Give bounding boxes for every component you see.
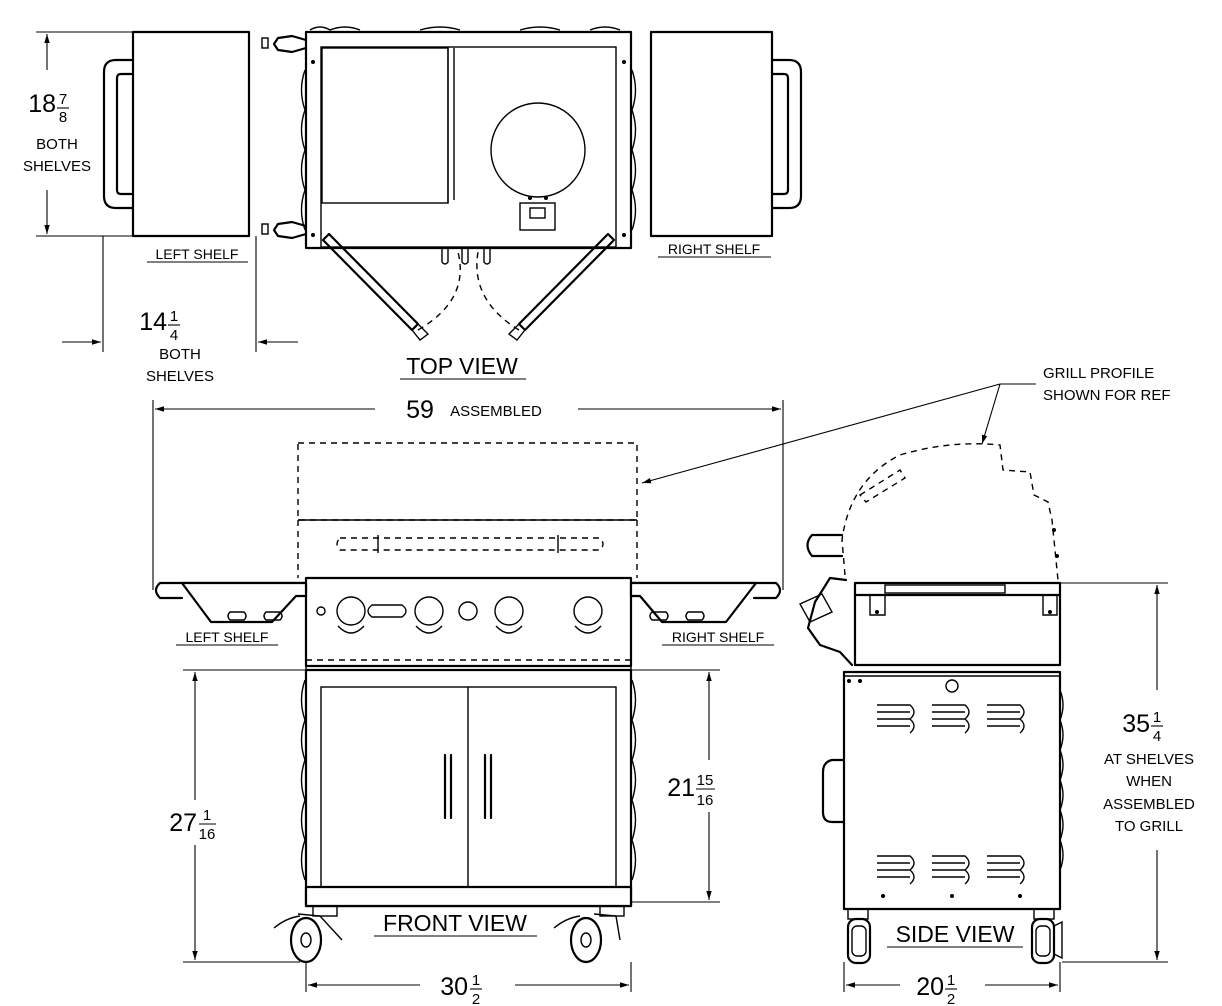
dim-assembled-width-suffix: ASSEMBLED — [450, 403, 542, 420]
dim-door-height-num: 15 — [697, 772, 714, 789]
front-left-shelf — [154, 581, 308, 624]
front-right-caster — [553, 913, 621, 964]
dim-cart-width: 30 1 2 — [305, 962, 632, 1006]
top-grill-body — [261, 26, 637, 265]
dim-shelf-height-line4: TO GRILL — [1115, 818, 1183, 835]
dim-cart-width-whole: 30 — [440, 973, 468, 1001]
top-right-shelf — [649, 30, 803, 238]
dim-cart-depth: 20 1 2 — [843, 962, 1061, 1006]
dim-shelf-depth-line1: BOTH — [36, 136, 78, 153]
dim-shelf-height-whole: 35 — [1122, 710, 1150, 738]
dim-door-height-whole: 21 — [667, 774, 695, 802]
dim-door-height-den: 16 — [697, 792, 714, 809]
reference-note-line2: SHOWN FOR REF — [1043, 387, 1171, 404]
dim-cart-depth-den: 2 — [947, 991, 955, 1006]
front-left-shelf-label: LEFT SHELF — [186, 629, 269, 645]
front-right-shelf-label: RIGHT SHELF — [672, 629, 764, 645]
front-cart — [300, 668, 637, 917]
dim-assembled-width-value: 59 — [406, 396, 434, 424]
dim-door-height: 21 15 16 — [631, 669, 720, 903]
front-left-caster — [273, 913, 343, 964]
dim-cart-height-num: 1 — [203, 807, 211, 824]
dim-shelf-width-line2: SHELVES — [146, 368, 214, 385]
front-view-title: FRONT VIEW — [383, 910, 527, 936]
reference-note: GRILL PROFILE SHOWN FOR REF — [641, 365, 1171, 484]
front-knobs — [336, 596, 603, 634]
front-right-shelf — [629, 581, 782, 624]
dim-shelf-height-line3: ASSEMBLED — [1103, 796, 1195, 813]
dim-shelf-height-line2: WHEN — [1126, 773, 1172, 790]
dim-cart-width-den: 2 — [472, 991, 480, 1006]
side-right-caster — [1030, 908, 1063, 965]
dim-shelf-depth-line2: SHELVES — [23, 158, 91, 175]
dim-shelf-height-den: 4 — [1153, 728, 1161, 745]
dim-shelf-height: 35 1 4 AT SHELVES WHEN ASSEMBLED TO GRIL… — [1060, 582, 1195, 963]
dim-shelf-width-num: 1 — [170, 308, 178, 325]
dim-shelf-width: 14 1 4 BOTH SHELVES — [62, 236, 298, 385]
dim-assembled-width: 59 ASSEMBLED — [152, 396, 784, 590]
dim-shelf-depth-den: 8 — [59, 109, 67, 126]
dim-cart-height: 27 1 16 — [169, 669, 306, 963]
side-vents-bottom — [877, 855, 1025, 885]
dim-shelf-width-den: 4 — [170, 327, 178, 344]
top-view-title: TOP VIEW — [406, 353, 518, 379]
top-door-swing — [321, 232, 616, 341]
dim-shelf-depth-whole: 18 — [28, 90, 56, 118]
dim-cart-depth-num: 1 — [947, 972, 955, 989]
side-left-caster — [846, 908, 872, 965]
side-vents-top — [877, 704, 1025, 734]
reference-note-line1: GRILL PROFILE — [1043, 365, 1154, 382]
dim-cart-height-den: 16 — [199, 826, 216, 843]
dim-shelf-depth-num: 7 — [59, 91, 67, 108]
dim-shelf-depth: 18 7 8 BOTH SHELVES — [23, 31, 133, 237]
top-right-shelf-label: RIGHT SHELF — [668, 241, 760, 257]
side-view-title: SIDE VIEW — [896, 921, 1015, 947]
dim-shelf-height-line1: AT SHELVES — [1104, 751, 1194, 768]
front-view: LEFT SHELF RIGHT SHELF — [154, 442, 782, 964]
side-view: SIDE VIEW — [799, 443, 1064, 965]
dim-cart-width-num: 1 — [472, 972, 480, 989]
top-left-shelf-label: LEFT SHELF — [156, 246, 239, 262]
top-left-shelf — [102, 30, 251, 238]
dim-shelf-width-line1: BOTH — [159, 346, 201, 363]
dim-shelf-width-whole: 14 — [139, 308, 167, 336]
dim-shelf-height-num: 1 — [1153, 709, 1161, 726]
dim-cart-depth-whole: 20 — [916, 973, 944, 1001]
top-view: TOP VIEW LEFT SHELF RIGHT SHELF — [102, 26, 803, 380]
dim-cart-height-whole: 27 — [169, 809, 197, 837]
